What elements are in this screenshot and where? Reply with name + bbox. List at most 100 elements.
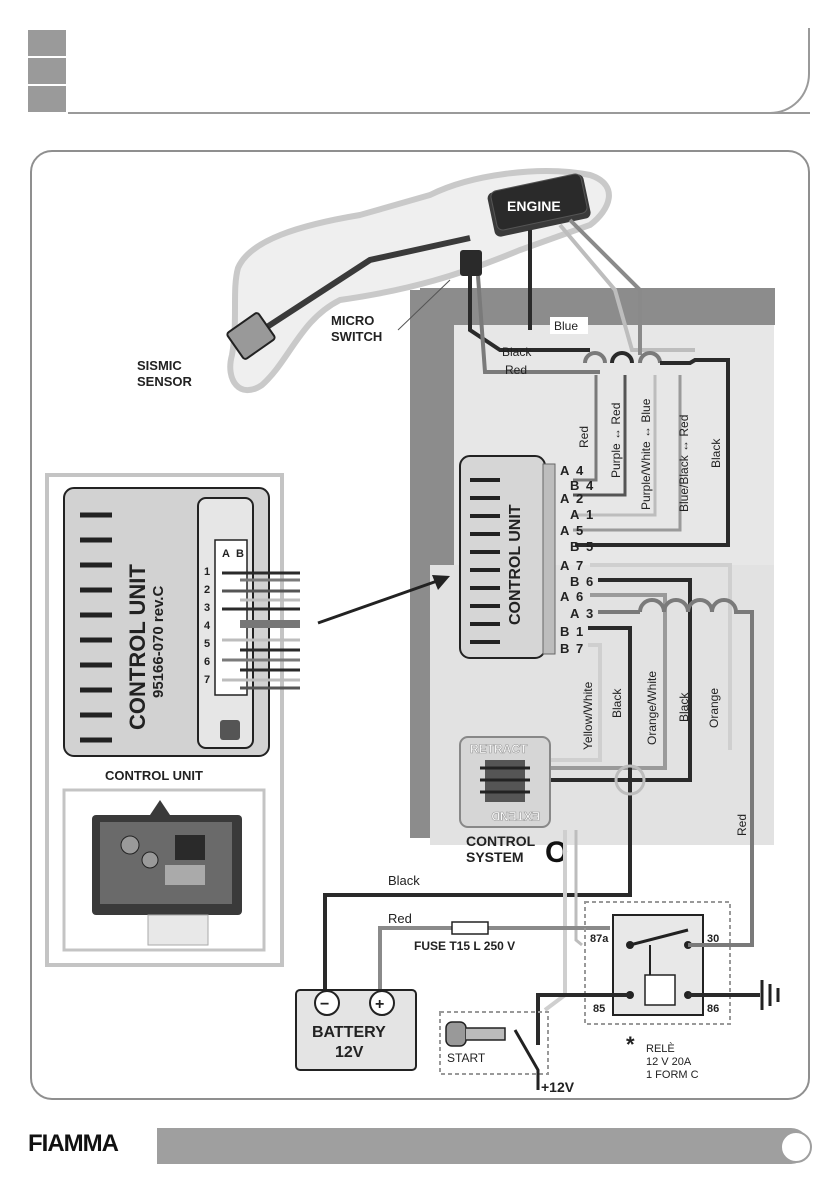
ground-symbol <box>760 980 780 1010</box>
control-system-label-2: SYSTEM <box>466 849 524 865</box>
control-system-label-1: CONTROL <box>466 833 536 849</box>
connector-wires <box>222 571 300 690</box>
pin-6-side: A <box>560 558 570 573</box>
micro-switch-label-2: SWITCH <box>331 329 382 344</box>
pin-7-side: B <box>570 574 579 589</box>
connector-labels: A B 1 2 3 4 5 6 7 <box>204 548 244 686</box>
control-system-switch: RETRACT EXTEND <box>459 736 646 828</box>
fuse <box>451 921 489 935</box>
pin-7-num: 6 <box>586 574 593 589</box>
wire-label-orange: Orange <box>707 688 721 728</box>
pin-2-num: 2 <box>576 491 583 506</box>
pin-4-num: 5 <box>576 523 583 538</box>
pin-0-num: 4 <box>576 463 584 478</box>
detail-label-1: CONTROL UNIT <box>125 564 150 730</box>
relay-pin-86: 86 <box>707 1003 719 1015</box>
control-unit-caption: CONTROL UNIT <box>105 768 203 783</box>
wire-label-black-mid2: Black <box>677 692 691 722</box>
connector-row-6: 6 <box>204 656 210 668</box>
relay-star: * <box>626 1032 635 1057</box>
detail-label-2: 95166-070 rev.C <box>150 586 167 698</box>
pin-11-num: 7 <box>576 641 583 656</box>
relay-pin-30: 30 <box>707 933 719 945</box>
wire-label-yellow-white: Yellow/White <box>581 681 595 750</box>
battery-label-2: 12V <box>335 1044 364 1061</box>
fiamma-logo: FIAMMA <box>28 1130 119 1157</box>
diagram-frame <box>30 150 810 1100</box>
page-number-badge <box>780 1131 812 1163</box>
pcb-photo <box>62 788 266 952</box>
pin-2-side: A <box>560 491 570 506</box>
wire-label-black-v: Black <box>709 438 723 468</box>
sismic-sensor <box>226 312 276 360</box>
start-key: START <box>439 1011 549 1075</box>
battery: − + BATTERY 12V <box>295 989 417 1071</box>
pin-6-num: 7 <box>576 558 583 573</box>
wire-label-purple-red: Purple ↔ Red <box>609 403 623 478</box>
connector-row-1: 1 <box>204 566 210 578</box>
micro-switch <box>460 250 482 276</box>
sismic-label-1: SISMIC <box>137 358 182 373</box>
header-square-2 <box>28 58 66 84</box>
retract-label: RETRACT <box>470 742 528 756</box>
connector-row-7: 7 <box>204 674 210 686</box>
connector-row-3: 3 <box>204 602 210 614</box>
battery-plus-terminal <box>369 990 395 1016</box>
pin-8-num: 6 <box>576 589 583 604</box>
engine-label: ENGINE <box>507 198 561 214</box>
wire-label-purplewhite-blue: Purple/White ↔ Blue <box>639 398 653 510</box>
sismic-label-2: SENSOR <box>137 374 193 389</box>
plus12v-label: +12V <box>541 1079 575 1095</box>
pin-5-num: 5 <box>586 539 593 554</box>
wire-label-black-top: Black <box>502 345 532 359</box>
relay-label-1: RELÈ <box>646 1042 675 1055</box>
micro-switch-label-1: MICRO <box>331 313 374 328</box>
wire-label-orange-white: Orange/White <box>645 671 659 745</box>
connector-row-5: 5 <box>204 638 210 650</box>
control-unit-main-label: CONTROL UNIT <box>507 504 524 625</box>
battery-minus-terminal <box>314 990 340 1016</box>
footer-bar <box>157 1128 809 1164</box>
top-rail <box>420 288 775 325</box>
header-square-3 <box>28 86 66 112</box>
pin-9-side: A <box>570 606 580 621</box>
relay-label-2: 12 V 20A <box>646 1056 692 1068</box>
connector-col-a: A <box>222 548 230 560</box>
engine-box <box>487 173 591 237</box>
wire-label-red-top: Red <box>505 363 527 377</box>
relay-pin-87a: 87a <box>590 933 609 945</box>
extend-label: EXTEND <box>491 809 540 823</box>
pin-4-side: A <box>560 523 570 538</box>
pin-11-side: B <box>560 641 569 656</box>
wire-label-red-right: Red <box>735 814 749 836</box>
wire-label-blueblack-red: Blue/Black ↔ Red <box>677 415 691 512</box>
battery-plus-symbol: + <box>375 996 384 1013</box>
crossover-loops-top <box>575 351 730 547</box>
pin-1-num: 4 <box>586 478 594 493</box>
control-unit-main: CONTROL UNIT <box>459 455 556 659</box>
wire-label-black-bottom: Black <box>388 873 420 888</box>
header-square-1 <box>28 30 66 56</box>
battery-label-1: BATTERY <box>312 1024 386 1041</box>
relay: 87a 30 85 86 <box>584 901 731 1025</box>
pin-0-side: A <box>560 463 570 478</box>
pointer-arrowhead <box>432 575 450 590</box>
connector-row-2: 2 <box>204 584 210 596</box>
pin-10-num: 1 <box>576 624 583 639</box>
pin-5-side: B <box>570 539 579 554</box>
start-label: START <box>447 1051 486 1065</box>
pin-1-side: B <box>570 478 579 493</box>
pin-9-num: 3 <box>586 606 593 621</box>
pin-3-side: A <box>570 507 580 522</box>
wire-label-red-bottom: Red <box>388 911 412 926</box>
battery-minus-symbol: − <box>320 996 329 1013</box>
pin-8-side: A <box>560 589 570 604</box>
control-system-mark: O <box>545 836 568 869</box>
pin-3-num: 1 <box>586 507 593 522</box>
fuse-label: FUSE T15 L 250 V <box>414 939 515 953</box>
pointer-arrow <box>317 578 441 625</box>
wire-label-red-v: Red <box>577 426 591 448</box>
header-rule <box>68 112 810 114</box>
